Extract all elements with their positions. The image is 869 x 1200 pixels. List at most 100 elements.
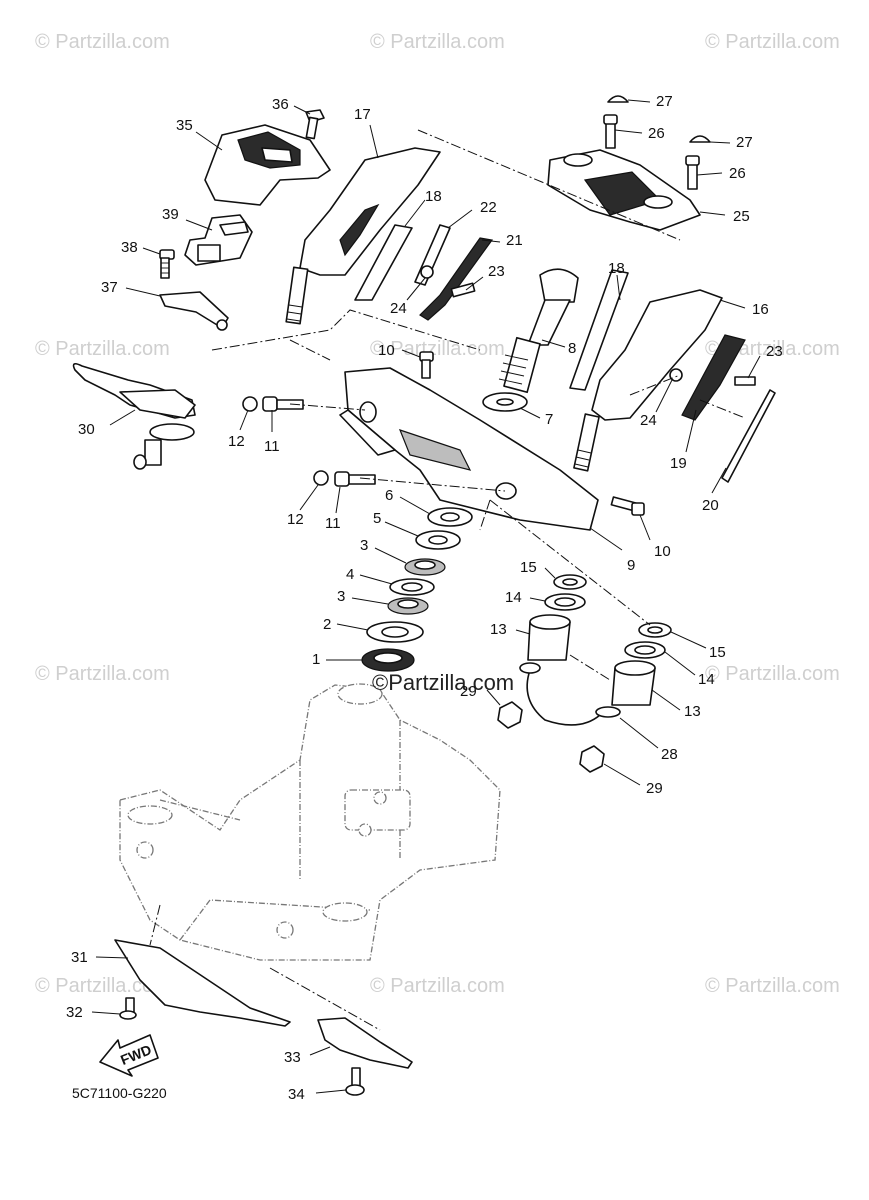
part-13-bushing-right [611,660,656,706]
callout-37: 37 [101,279,118,296]
callout-24-left: 24 [390,300,407,317]
watermark-mid-left: © Partzilla.com [35,663,170,685]
watermark-bottom-right: © Partzilla.com [705,975,840,997]
part-29-nut-right [579,745,605,773]
part-12-cap-upper [242,396,258,412]
callout-22: 22 [480,199,497,216]
callout-13-right: 13 [684,703,701,720]
callout-20: 20 [702,497,719,514]
part-23-bolt-left [450,282,476,298]
callout-29-right: 29 [646,780,663,797]
callout-15-left: 15 [520,559,537,576]
part-36-bolt [305,109,325,140]
part-32-bolt [119,997,137,1020]
part-33-plate [317,1017,413,1069]
part-18-strip-right [569,269,629,391]
watermarks: © Partzilla.com © Partzilla.com © Partzi… [35,31,840,997]
part-18-strip-left [354,224,413,301]
part-1-bearing [361,648,415,672]
part-27-cap-right [689,135,711,143]
part-26-bolt-right [685,155,700,190]
watermark-top-right: © Partzilla.com [705,31,840,53]
callout-23-right: 23 [766,343,783,360]
part-17-handle [285,147,441,325]
part-21-guide [419,237,494,321]
callout-35: 35 [176,117,193,134]
callout-12-lower: 12 [287,511,304,528]
part-6-washer [427,507,473,527]
part-24-nut-left [420,265,434,279]
callout-26-right: 26 [729,165,746,182]
part-4-washer [389,578,435,596]
part-35-cover [204,124,331,206]
part-31-plate [114,939,291,1027]
callout-11-upper: 11 [264,438,280,455]
callout-12-upper: 12 [228,433,245,450]
callout-19: 19 [670,455,687,472]
part-11-bolt-upper [262,396,304,412]
part-26-bolt-left [603,114,618,149]
part-28-hose [519,662,621,726]
callout-31: 31 [71,949,88,966]
part-27-cap-left [607,95,629,103]
callout-17: 17 [354,106,371,123]
part-37-bracket [159,291,229,331]
part-8-bolt [498,268,579,394]
callout-10-upper: 10 [378,342,395,359]
callout-3-upper: 3 [360,537,368,554]
callout-7: 7 [545,411,553,428]
callout-25: 25 [733,208,750,225]
part-11-bolt-lower [334,471,376,487]
part-14-washer-right [624,641,666,659]
part-13-bushing-left [527,614,571,661]
part-10-bolt-upper [419,351,434,379]
watermark-bottom-center: © Partzilla.com [370,975,505,997]
callout-38: 38 [121,239,138,256]
watermark-center: ©Partzilla.com [372,670,514,695]
watermark-upper-left: © Partzilla.com [35,338,170,360]
part-39-switch [184,214,253,266]
callout-30: 30 [78,421,95,438]
part-22-strip [414,224,451,286]
leader-lines [91,99,761,1094]
callout-5: 5 [373,510,381,527]
callout-10-lower: 10 [654,543,671,560]
callout-14-left: 14 [505,589,522,606]
part-23-bolt-right [734,376,756,386]
callout-9: 9 [627,557,635,574]
callout-14-right: 14 [698,671,715,688]
callout-15-right: 15 [709,644,726,661]
callout-3-lower: 3 [337,588,345,605]
callout-18-right: 18 [608,260,625,277]
callout-28: 28 [661,746,678,763]
watermark-top-center: © Partzilla.com [370,31,505,53]
callout-13-left: 13 [490,621,507,638]
part-12-cap-lower [313,470,329,486]
callout-24-right: 24 [640,412,657,429]
callout-36: 36 [272,96,289,113]
part-16-handle [573,289,723,472]
assembly-lines [149,129,746,1031]
callout-39: 39 [162,206,179,223]
callout-1: 1 [312,651,320,668]
callout-33: 33 [284,1049,301,1066]
part-7-washer [482,392,528,412]
callout-16: 16 [752,301,769,318]
callouts: 35 36 39 38 37 17 18 22 21 23 24 27 26 2… [66,93,783,1103]
callout-26-left: 26 [648,125,665,142]
part-24-nut-right [669,368,683,382]
callout-18-left: 18 [425,188,442,205]
part-25-clamp [547,149,701,231]
part-5-washer [415,530,461,550]
callout-6: 6 [385,487,393,504]
part-29-nut-left [497,701,523,729]
part-15-washer-right [638,622,672,638]
callout-34: 34 [288,1086,305,1103]
callout-27-left: 27 [656,93,673,110]
callout-4: 4 [346,566,354,583]
part-20-strip [721,389,776,483]
part-10-bolt-lower [610,496,645,516]
callout-32: 32 [66,1004,83,1021]
watermark-mid-right: © Partzilla.com [705,663,840,685]
